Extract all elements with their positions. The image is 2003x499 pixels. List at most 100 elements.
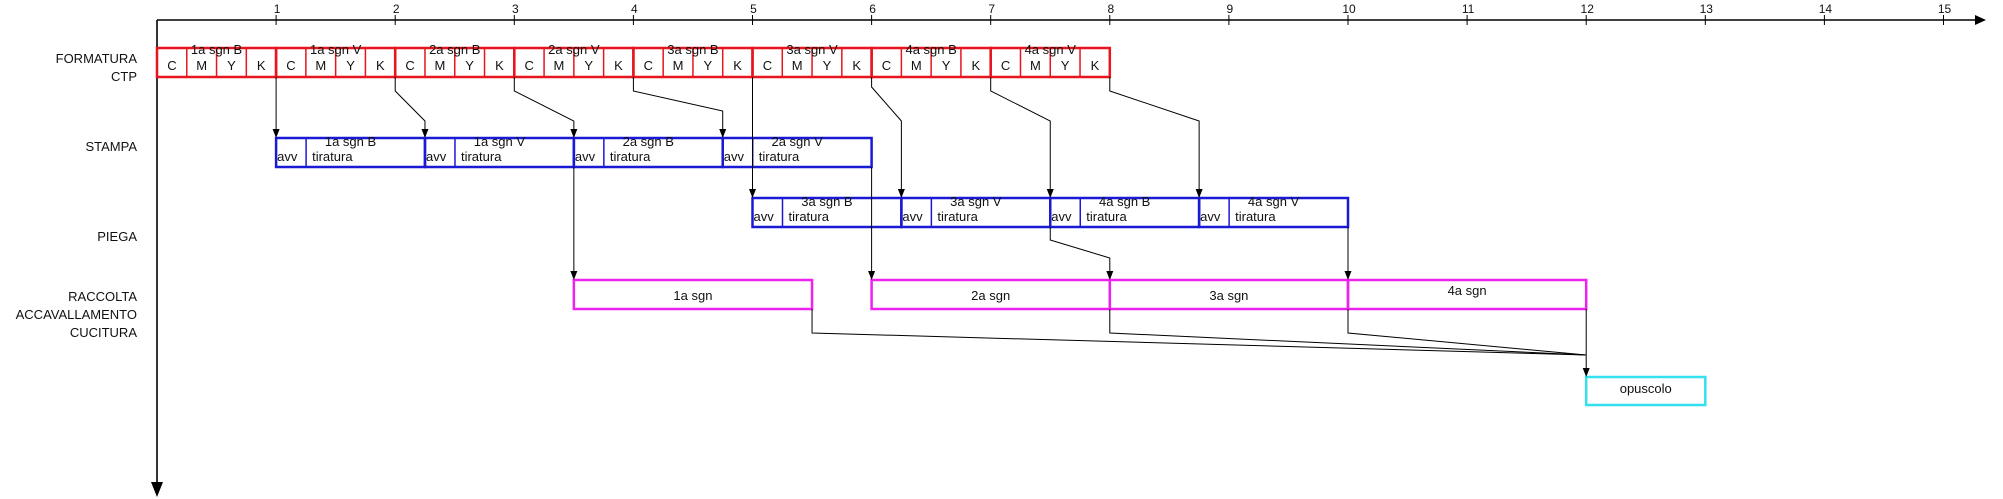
connector-arrowhead bbox=[570, 271, 578, 280]
piega-block-label: 4a sgn B bbox=[1099, 194, 1150, 209]
ctp-cell-label: K bbox=[376, 58, 385, 73]
ctp-cell-label: M bbox=[911, 58, 922, 73]
ctp-cell-label: M bbox=[196, 58, 207, 73]
ctp-block-label: 4a sgn V bbox=[1025, 42, 1077, 57]
ctp-block-label: 2a sgn V bbox=[548, 42, 600, 57]
timeline-tick-label: 7 bbox=[988, 2, 995, 16]
connector bbox=[1109, 77, 1200, 189]
row-label-stampa: STAMPA bbox=[85, 139, 137, 154]
raccolta-block-label: 3a sgn bbox=[1209, 288, 1248, 303]
ctp-cell-label: M bbox=[434, 58, 445, 73]
ctp-block-label: 2a sgn B bbox=[429, 42, 480, 57]
connector-arrowhead bbox=[421, 129, 429, 138]
raccolta-block-label: 4a sgn bbox=[1448, 283, 1487, 298]
connector bbox=[1347, 309, 1587, 356]
ctp-cell-label: C bbox=[644, 58, 653, 73]
connector-arrowhead bbox=[868, 271, 876, 280]
raccolta-block bbox=[572, 278, 814, 311]
stampa-tiratura-label: tiratura bbox=[461, 149, 502, 164]
ctp-cell-label: Y bbox=[942, 58, 951, 73]
ctp-cell-label: Y bbox=[346, 58, 355, 73]
ctp-cell-label: Y bbox=[465, 58, 474, 73]
raccolta-block-label: 1a sgn bbox=[673, 288, 712, 303]
ctp-cell-label: Y bbox=[584, 58, 593, 73]
connector-arrowhead bbox=[719, 129, 727, 138]
ctp-cell-label: C bbox=[286, 58, 295, 73]
stampa-avv-label: avv bbox=[277, 149, 298, 164]
connector-arrowhead bbox=[1344, 271, 1352, 280]
ctp-block-label: 4a sgn B bbox=[905, 42, 956, 57]
stampa-block-label: 2a sgn V bbox=[771, 134, 823, 149]
connector bbox=[1109, 309, 1587, 356]
ctp-cell-label: K bbox=[733, 58, 742, 73]
ctp-cell-label: K bbox=[852, 58, 861, 73]
vertical-axis-arrow bbox=[151, 482, 163, 497]
ctp-block-label: 1a sgn B bbox=[191, 42, 242, 57]
timeline-tick-label: 12 bbox=[1581, 2, 1595, 16]
timeline-tick-label: 1 bbox=[274, 2, 281, 16]
ctp-cell-label: Y bbox=[704, 58, 713, 73]
connector-arrowhead bbox=[897, 189, 905, 198]
connector bbox=[513, 77, 575, 129]
piega-block-label: 3a sgn B bbox=[801, 194, 852, 209]
stampa-tiratura-label: tiratura bbox=[759, 149, 800, 164]
piega-block-label: 4a sgn V bbox=[1248, 194, 1300, 209]
connector bbox=[632, 77, 724, 129]
timeline-tick-label: 6 bbox=[869, 2, 876, 16]
stampa-block-label: 1a sgn B bbox=[325, 134, 376, 149]
ctp-cell-label: K bbox=[971, 58, 980, 73]
timeline-tick-label: 2 bbox=[393, 2, 400, 16]
piega-block-label: 3a sgn V bbox=[950, 194, 1002, 209]
connector-arrowhead bbox=[1582, 368, 1590, 377]
connector bbox=[811, 309, 1587, 356]
ctp-cell-label: C bbox=[763, 58, 772, 73]
raccolta-block bbox=[1346, 278, 1588, 311]
stampa-block-label: 2a sgn B bbox=[623, 134, 674, 149]
ctp-cell-label: K bbox=[1091, 58, 1100, 73]
ctp-cell-label: C bbox=[1001, 58, 1010, 73]
piega-tiratura-label: tiratura bbox=[1235, 209, 1276, 224]
ctp-cell-label: Y bbox=[1061, 58, 1070, 73]
ctp-cell-label: K bbox=[495, 58, 504, 73]
connector-arrowhead bbox=[1106, 271, 1114, 280]
stampa-avv-label: avv bbox=[426, 149, 447, 164]
connector bbox=[394, 77, 426, 129]
stampa-tiratura-label: tiratura bbox=[312, 149, 353, 164]
ctp-cell-label: Y bbox=[823, 58, 832, 73]
row-label-raccolta: CUCITURA bbox=[70, 325, 137, 340]
row-label-raccolta: RACCOLTA bbox=[68, 289, 137, 304]
stampa-block-label: 1a sgn V bbox=[474, 134, 526, 149]
timeline-tick-label: 11 bbox=[1462, 2, 1475, 16]
piega-tiratura-label: tiratura bbox=[1086, 209, 1127, 224]
stampa-tiratura-label: tiratura bbox=[610, 149, 651, 164]
ctp-cell-label: C bbox=[405, 58, 414, 73]
piega-avv-label: avv bbox=[754, 209, 775, 224]
timeline-tick-label: 13 bbox=[1700, 2, 1714, 16]
ctp-cell-label: C bbox=[882, 58, 891, 73]
row-label-ctp: FORMATURA bbox=[56, 51, 138, 66]
ctp-cell-label: M bbox=[554, 58, 565, 73]
connector-arrowhead bbox=[1046, 189, 1054, 198]
ctp-cell-label: C bbox=[167, 58, 176, 73]
ctp-cell-label: K bbox=[257, 58, 266, 73]
ctp-cell-label: M bbox=[315, 58, 326, 73]
row-label-ctp: CTP bbox=[111, 69, 137, 84]
ctp-block-label: 1a sgn V bbox=[310, 42, 362, 57]
connector bbox=[1049, 227, 1111, 271]
stampa-avv-label: avv bbox=[724, 149, 745, 164]
ctp-block-label: 3a sgn B bbox=[667, 42, 718, 57]
final-block bbox=[1584, 375, 1707, 407]
piega-avv-label: avv bbox=[1051, 209, 1072, 224]
stampa-block bbox=[721, 136, 873, 169]
piega-tiratura-label: tiratura bbox=[789, 209, 830, 224]
ctp-cell-label: C bbox=[524, 58, 533, 73]
ctp-cell-label: M bbox=[792, 58, 803, 73]
timeline-axis-arrow bbox=[1975, 15, 1986, 25]
connector-arrowhead bbox=[272, 129, 280, 138]
ctp-cell-label: K bbox=[614, 58, 623, 73]
timeline-tick-label: 10 bbox=[1342, 2, 1356, 16]
timeline-tick-label: 5 bbox=[750, 2, 757, 16]
ctp-cell-label: M bbox=[1030, 58, 1041, 73]
